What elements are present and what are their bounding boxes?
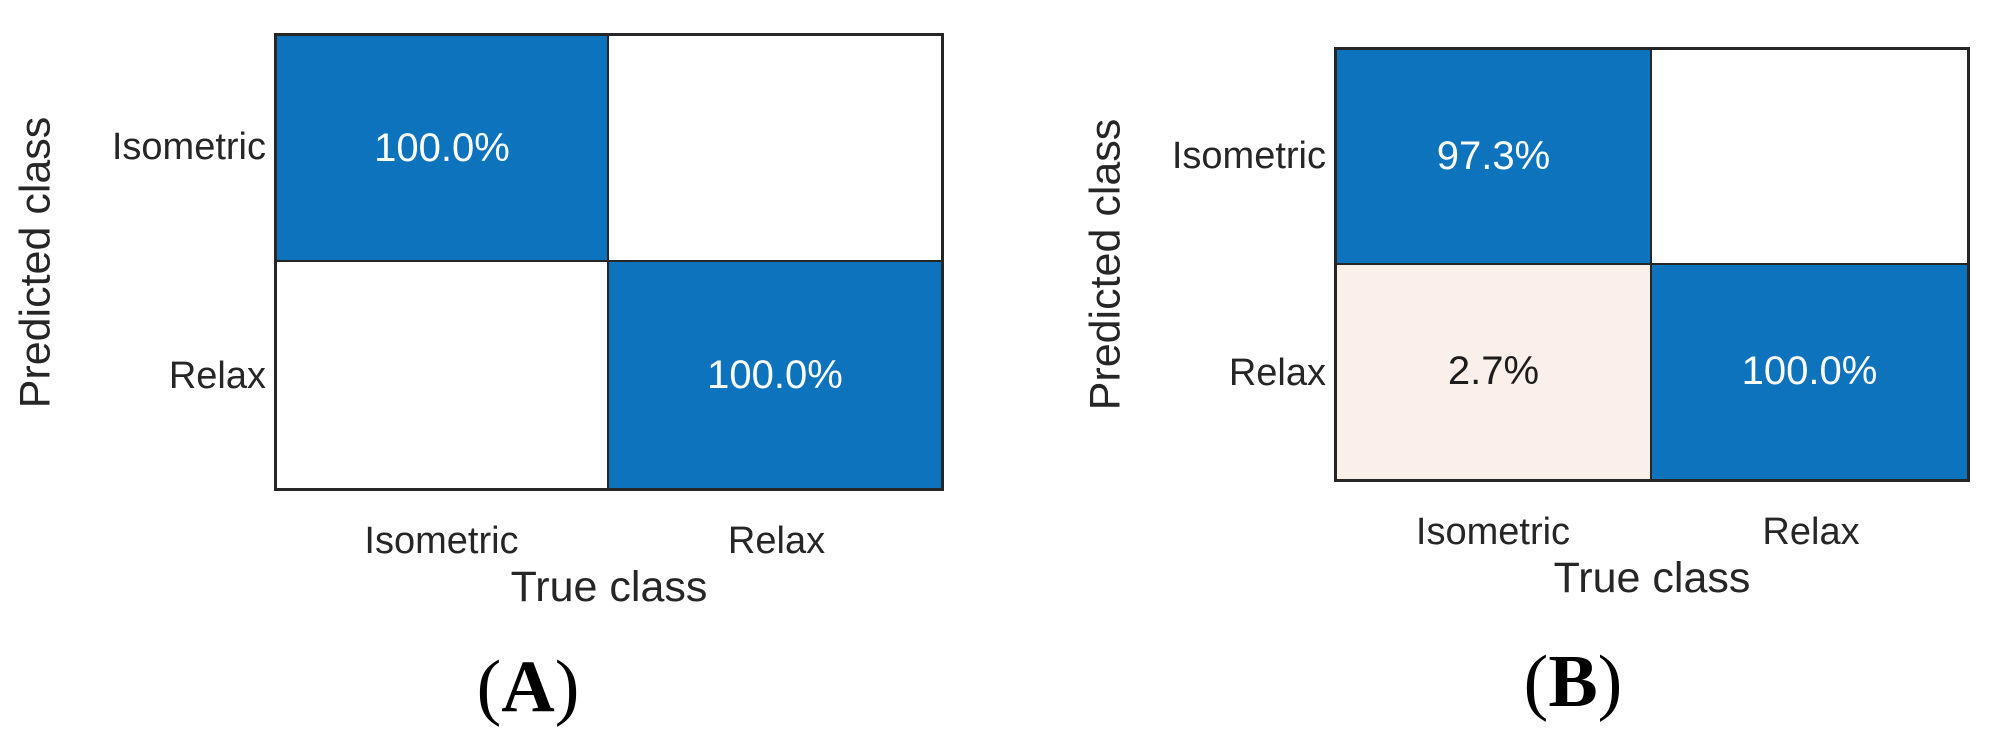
x-axis-label: True class: [510, 563, 708, 611]
panel-caption-b: (B): [1524, 645, 1623, 719]
confusion-matrix-grid: 97.3% 2.7% 100.0%: [1334, 47, 1970, 482]
y-axis-label-wrap-b: Predicted class: [1078, 47, 1134, 482]
x-tick-isometric: Isometric: [364, 520, 519, 562]
cell-value: 100.0%: [1741, 349, 1878, 394]
caption-letter: A: [501, 646, 555, 728]
matrix-cell-relax-isometric: 2.7%: [1337, 264, 1652, 479]
y-axis-label: Predicted class: [1081, 118, 1130, 411]
cell-value: 100.0%: [374, 125, 510, 170]
caption-paren-open: (: [1523, 641, 1549, 723]
matrix-cell-isometric-relax: [609, 36, 941, 262]
caption-letter: B: [1548, 641, 1598, 723]
x-axis-label: True class: [1553, 554, 1751, 602]
matrix-cell-relax-relax: 100.0%: [1652, 264, 1967, 479]
matrix-cell-relax-isometric: [277, 262, 609, 488]
panel-caption-a: (A): [477, 650, 580, 724]
y-axis-label-wrap-a: Predicted class: [8, 33, 64, 491]
y-axis-label: Predicted class: [11, 116, 60, 408]
cell-value: 97.3%: [1436, 133, 1551, 178]
matrix-cell-isometric-relax: [1652, 50, 1967, 265]
matrix-cell-isometric-isometric: 97.3%: [1337, 50, 1652, 265]
cell-value: 100.0%: [707, 352, 843, 397]
confusion-matrix-grid: 100.0% 100.0%: [274, 33, 944, 491]
y-tick-relax: Relax: [168, 355, 266, 397]
y-tick-relax: Relax: [1228, 352, 1326, 394]
matrix-cell-isometric-isometric: 100.0%: [277, 36, 609, 262]
y-tick-isometric: Isometric: [111, 126, 266, 168]
matrix-cell-relax-relax: 100.0%: [609, 262, 941, 488]
caption-paren-open: (: [476, 646, 502, 728]
x-tick-relax: Relax: [727, 520, 826, 562]
x-tick-isometric: Isometric: [1415, 511, 1571, 553]
cell-value: 2.7%: [1447, 349, 1540, 394]
caption-paren-close: ): [1597, 641, 1623, 723]
y-tick-isometric: Isometric: [1171, 135, 1326, 177]
caption-paren-close: ): [554, 646, 580, 728]
x-tick-relax: Relax: [1762, 511, 1860, 553]
